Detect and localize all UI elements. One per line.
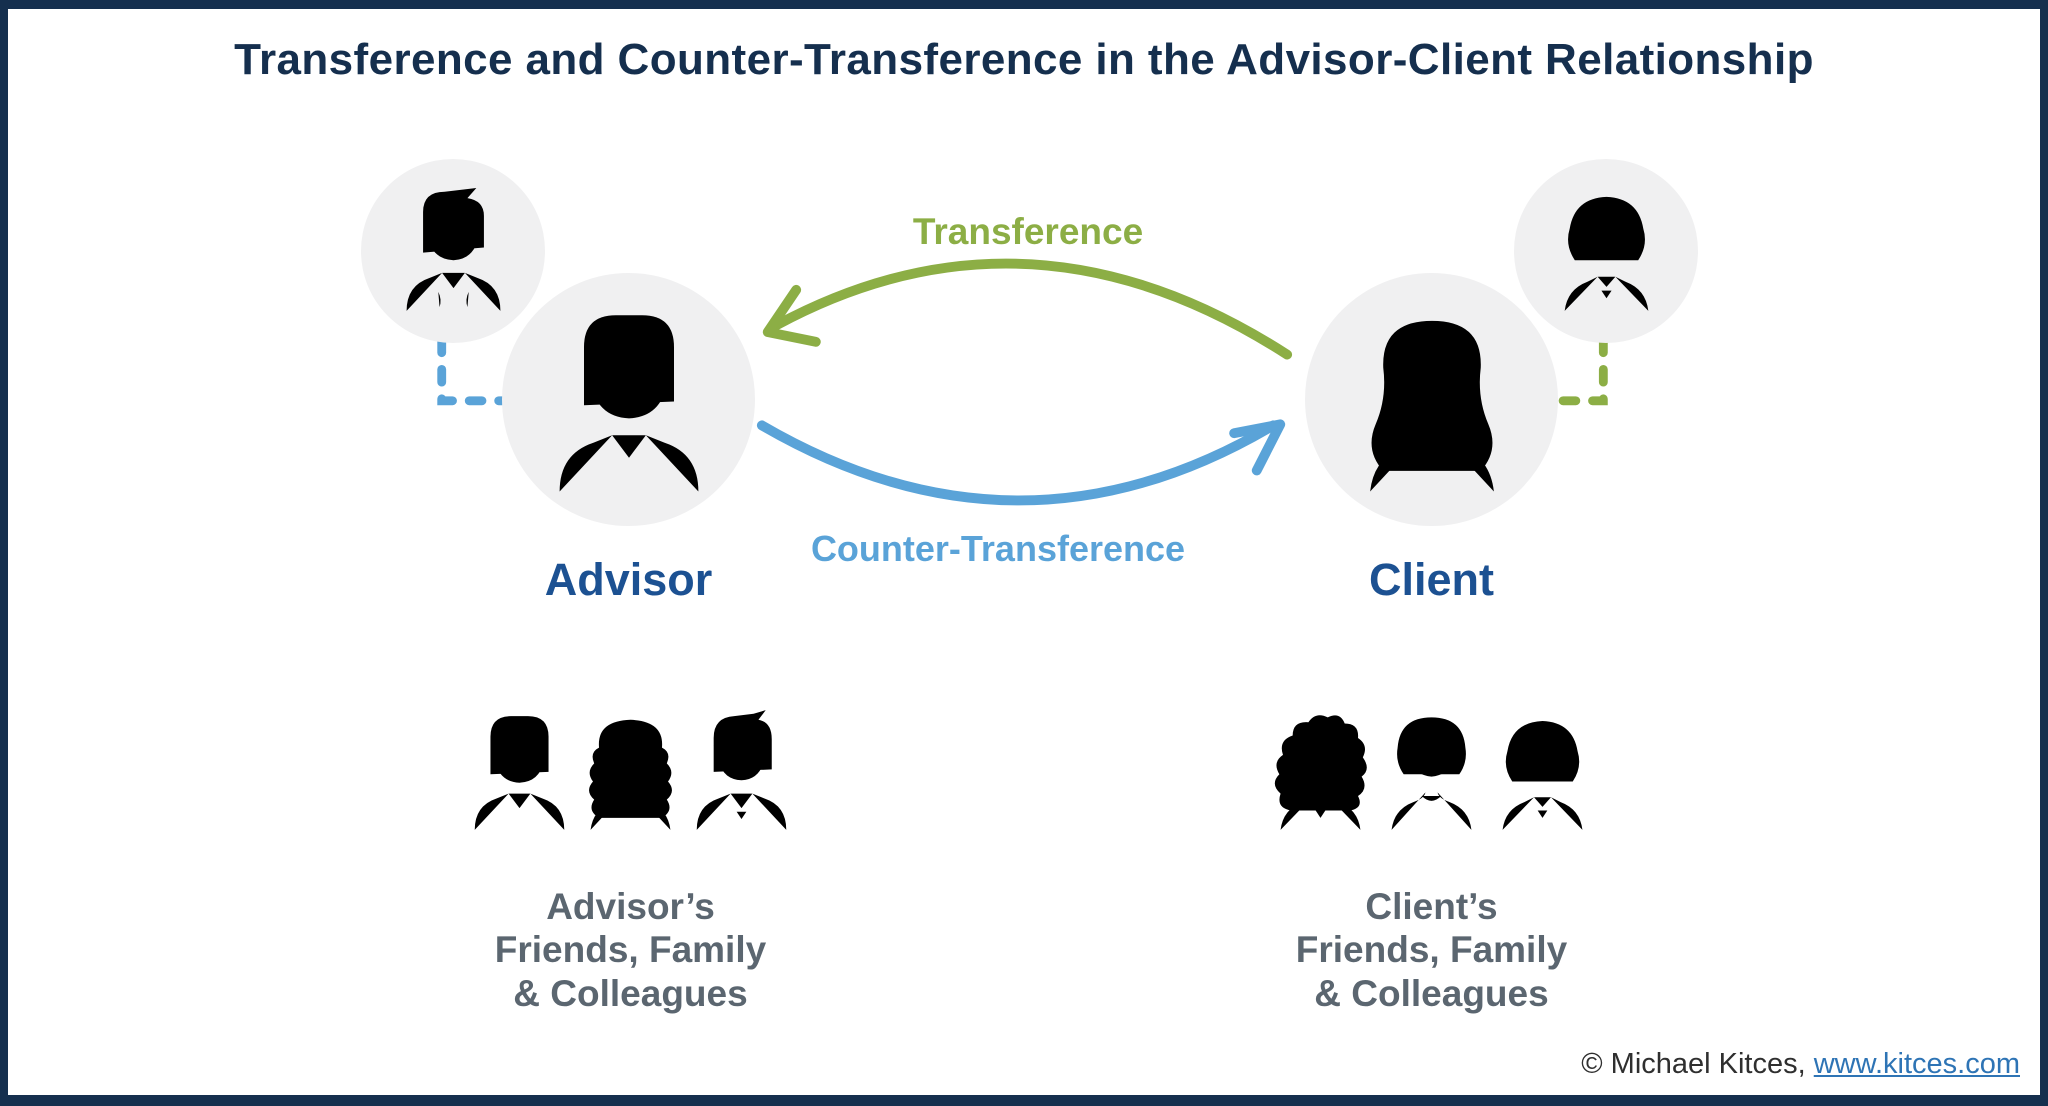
caption-line: Friends, Family <box>1295 929 1568 971</box>
counter-transference-arrowhead <box>1229 419 1286 476</box>
client-network-caption: Client’s Friends, Family & Colleagues <box>1259 885 1604 1015</box>
client-companion-avatar <box>1514 159 1698 343</box>
advisor-companion-avatar <box>361 159 545 343</box>
copyright-text: © Michael Kitces, <box>1581 1048 1814 1080</box>
man-combed-hair-icon <box>459 699 580 835</box>
client-companion-connector <box>1537 335 1608 406</box>
man-spiky-hair-icon <box>681 699 802 835</box>
copyright-footer: © Michael Kitces, www.kitces.com <box>1581 1048 2020 1081</box>
client-network-icons <box>1259 699 1604 835</box>
client-avatar <box>1305 273 1558 526</box>
advisor-network-icons <box>458 699 803 835</box>
advisor-network-caption: Advisor’s Friends, Family & Colleagues <box>458 885 803 1015</box>
man-combed-hair-icon <box>535 289 723 499</box>
kitces-link[interactable]: www.kitces.com <box>1813 1048 2020 1080</box>
advisor-network-group: Advisor’s Friends, Family & Colleagues <box>458 699 803 1015</box>
woman-wavy-hair-icon <box>570 699 691 835</box>
advisor-label: Advisor <box>544 554 713 605</box>
woman-curly-hair-icon <box>1260 699 1381 835</box>
person-round-hair-icon <box>1371 699 1492 835</box>
client-label: Client <box>1368 554 1494 605</box>
advisor-avatar <box>502 273 755 526</box>
counter-transference-label: Counter-Transference <box>810 528 1186 569</box>
woman-bob-hair-icon <box>1482 699 1603 835</box>
page-title: Transference and Counter-Transference in… <box>234 35 1814 84</box>
woman-bob-hair-icon <box>1543 174 1670 316</box>
advisor-companion-connector <box>437 335 509 406</box>
man-swoosh-hair-icon <box>390 174 517 316</box>
client-network-group: Client’s Friends, Family & Colleagues <box>1259 699 1604 1015</box>
transference-arrowhead <box>762 284 821 347</box>
counter-transference-arrow <box>756 420 1279 506</box>
caption-line: Advisor’s <box>546 886 715 927</box>
woman-long-hair-icon <box>1338 289 1526 499</box>
caption-line: & Colleagues <box>513 972 748 1014</box>
caption-line: Client’s <box>1365 886 1498 927</box>
transference-arrow <box>771 258 1293 360</box>
caption-line: Friends, Family <box>494 929 767 971</box>
caption-line: & Colleagues <box>1314 972 1549 1014</box>
arrows-layer <box>437 258 1608 506</box>
transference-label: Transference <box>912 211 1144 252</box>
